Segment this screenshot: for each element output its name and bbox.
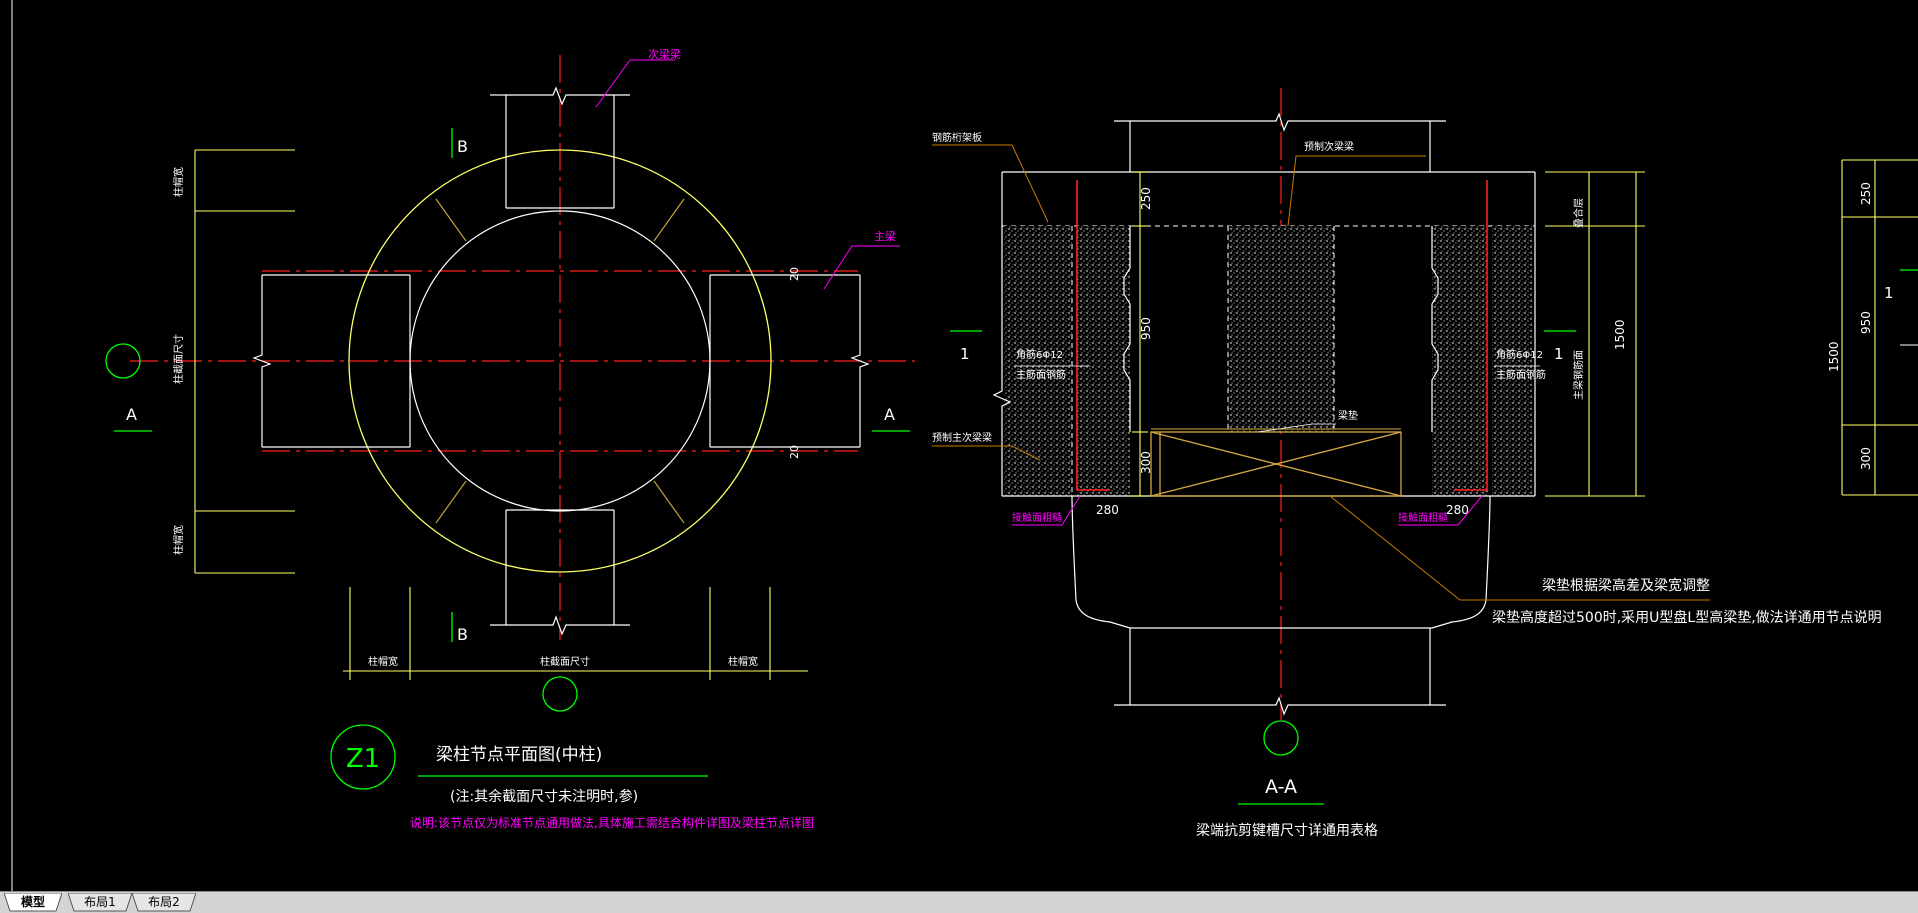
partial-section-1: 1	[1884, 284, 1894, 302]
partial-dim-300: 300	[1859, 447, 1873, 470]
hatch-center	[1228, 226, 1334, 432]
beam-top	[490, 86, 630, 209]
layout-tab-bar: 模型 布局1 布局2	[0, 891, 1918, 913]
tab-layout1[interactable]: 布局1	[68, 893, 132, 912]
hatch-left-outer	[1004, 226, 1072, 496]
label-rough-left: 接触面粗糙	[1012, 511, 1062, 524]
section-dim-250: 250	[1139, 187, 1153, 210]
beam-pad	[1150, 431, 1402, 497]
partial-dim-950: 950	[1859, 311, 1873, 334]
label-rebar-right2: 主筋面钢筋	[1496, 368, 1546, 381]
section-dim-280-left: 280	[1096, 503, 1119, 517]
section-top-beam	[1114, 112, 1446, 172]
tab-layout2-label: 布局2	[148, 895, 180, 909]
label-rough-right: 接触面粗糙	[1398, 511, 1448, 524]
label-rebar-right: 角筋6Φ12	[1496, 348, 1543, 361]
section-marker-a-right: A	[884, 405, 895, 424]
label-rebar-left: 角筋6Φ12	[1016, 348, 1063, 361]
tab-layout1-label: 布局1	[84, 895, 116, 909]
label-steel-form: 钢筋桁架板	[932, 131, 982, 144]
drawing-tag: Z1	[346, 744, 380, 774]
section-dims	[1132, 171, 1645, 497]
leader-pad-note	[1329, 495, 1710, 601]
hatch-left-inner	[1077, 226, 1130, 496]
pad-note-2: 梁垫高度超过500时,采用U型盘L型高梁垫,做法详通用节点说明	[1492, 609, 1882, 626]
section-dim-950: 950	[1139, 317, 1153, 340]
section-label-beam-top: 主梁钢筋面	[1572, 350, 1585, 400]
plan-dim-cap-width-left: 柱帽宽	[368, 655, 398, 668]
section-title: A-A	[1265, 776, 1297, 798]
plan-dim-cap-width-top: 柱帽宽	[172, 167, 185, 197]
partial-view: 250 950 300 1500 1	[1827, 159, 1918, 496]
cad-drawing-viewport[interactable]: 20 20 柱帽宽 柱帽宽 柱截面尺寸 柱帽宽 柱帽宽 柱截面尺寸 B B A …	[0, 0, 1918, 891]
section-dim-1500: 1500	[1613, 319, 1627, 350]
hatch-right-outer	[1492, 226, 1532, 496]
leader-rough-right	[1398, 495, 1483, 526]
axis-bubble-left	[105, 343, 141, 379]
leader-steel-form	[932, 144, 1049, 223]
plan-dim-cap-width-right: 柱帽宽	[728, 655, 758, 668]
plan-dims-bottom	[343, 587, 808, 680]
tag-circle	[330, 724, 396, 790]
label-rebar-left2: 主筋面钢筋	[1016, 368, 1066, 381]
tab-model-label: 模型	[20, 895, 45, 909]
cap-ribs	[435, 198, 685, 524]
plan-dims-left	[194, 149, 295, 574]
leader-precast-beam	[1287, 155, 1426, 227]
beam-bottom	[490, 509, 630, 636]
section-rebar	[1076, 180, 1488, 491]
leader-main-beam	[823, 245, 900, 290]
plan-title: 梁柱节点平面图(中柱)	[436, 745, 602, 765]
section-1-right: 1	[1554, 345, 1564, 363]
beam-right	[709, 274, 870, 448]
partial-dim-250: 250	[1859, 182, 1873, 205]
label-secondary-beam: 次梁梁	[648, 47, 681, 61]
plan-dim-20-top: 20	[788, 267, 801, 281]
section-label-top-elev: 叠合层	[1572, 198, 1585, 228]
axis-bubble-bottom	[542, 676, 578, 712]
section-1-left: 1	[960, 345, 970, 363]
cad-drawing-canvas[interactable]: 20 20 柱帽宽 柱帽宽 柱截面尺寸 柱帽宽 柱帽宽 柱截面尺寸 B B A …	[0, 0, 1918, 891]
section-lower-column	[1071, 495, 1491, 716]
plan-dim-column-section: 柱截面尺寸	[172, 334, 185, 384]
plan-note: (注:其余截面尺寸未注明时,参)	[450, 788, 638, 805]
plan-dim-cap-width-bottom: 柱帽宽	[172, 525, 185, 555]
label-precast-beam: 预制次梁梁	[1304, 140, 1354, 153]
leader-pad	[1257, 423, 1336, 433]
hatch-right-inner	[1432, 226, 1487, 496]
partial-dims	[1841, 159, 1918, 496]
section-dim-300: 300	[1139, 451, 1153, 474]
beam-left	[252, 274, 411, 448]
column-cap-outer-circle	[348, 149, 772, 573]
label-pad: 梁垫	[1338, 409, 1358, 422]
section-marker-b-top: B	[457, 137, 468, 156]
section-marker-a-left: A	[126, 405, 137, 424]
tab-model[interactable]: 模型	[4, 893, 62, 912]
tab-layout2[interactable]: 布局2	[132, 893, 196, 912]
plan-dim-column-section-bottom: 柱截面尺寸	[540, 655, 590, 668]
label-precast-main: 预制主次梁梁	[932, 431, 992, 444]
label-main-beam: 主梁	[874, 229, 896, 243]
section-view: 250 950 300 280 280 1500 叠合层 主梁钢筋面 1 1 钢…	[932, 88, 1882, 839]
section-marker-b-bottom: B	[457, 625, 468, 644]
leader-precast-main	[932, 445, 1041, 461]
plan-view: 20 20 柱帽宽 柱帽宽 柱截面尺寸 柱帽宽 柱帽宽 柱截面尺寸 B B A …	[105, 47, 915, 830]
plan-description: 说明:该节点仅为标准节点通用做法,具体施工需结合构件详图及梁柱节点详图	[410, 815, 814, 830]
leader-secondary-beam	[595, 59, 675, 108]
section-subtitle: 梁端抗剪键槽尺寸详通用表格	[1196, 823, 1378, 839]
plan-dim-20-bottom: 20	[788, 445, 801, 459]
section-axis-bubble	[1263, 720, 1299, 756]
pad-note-1: 梁垫根据梁高差及梁宽调整	[1542, 577, 1710, 594]
leader-rough-left	[1012, 495, 1081, 526]
partial-dim-1500: 1500	[1827, 341, 1841, 372]
section-dim-280-right: 280	[1446, 503, 1469, 517]
